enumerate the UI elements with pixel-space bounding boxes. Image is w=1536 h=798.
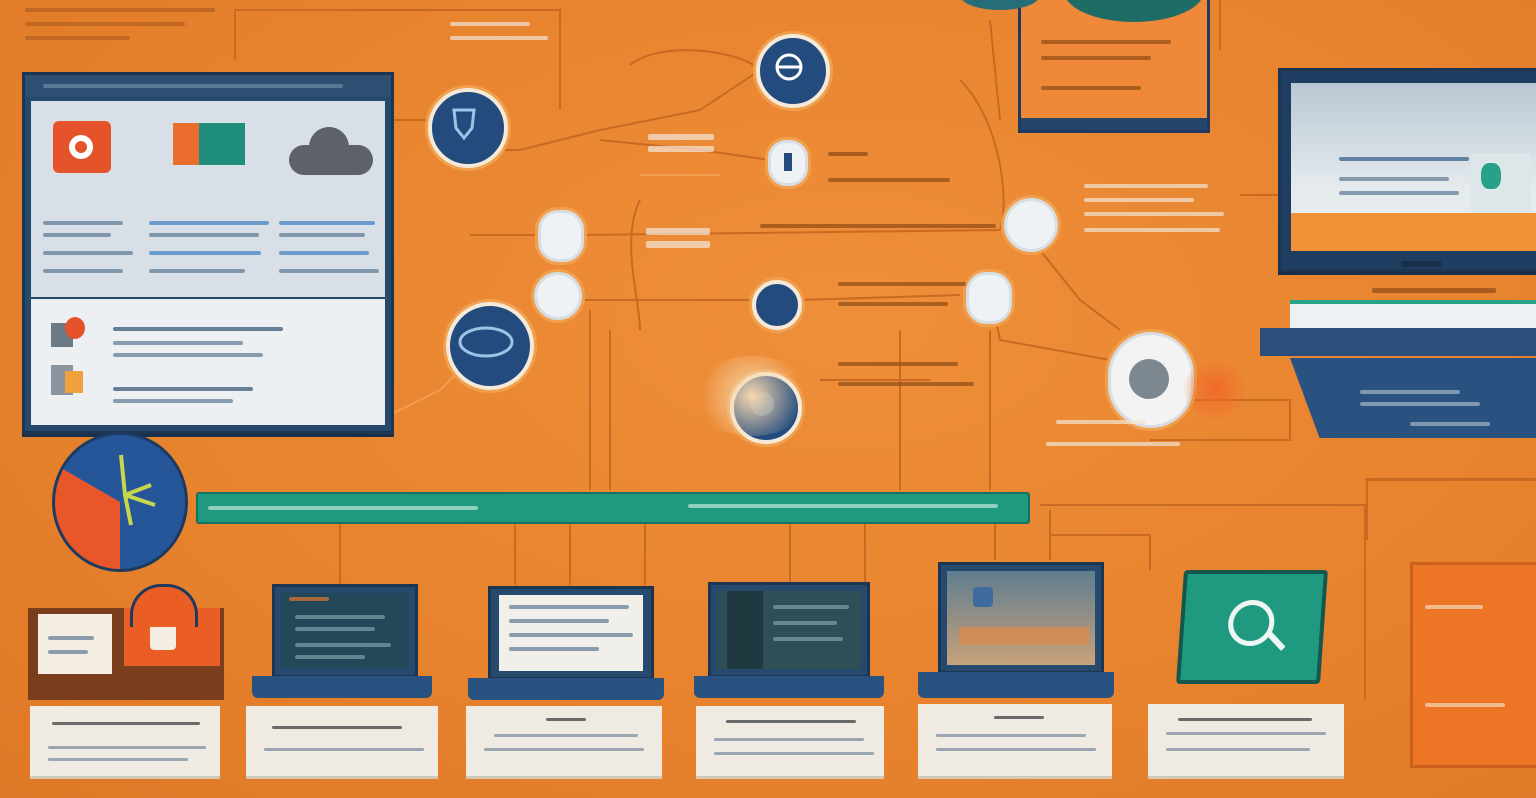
label-strip-1 [648,132,714,154]
shield-app-icon [53,121,111,173]
caption-block-5 [1084,184,1228,248]
right-panel [1290,358,1536,438]
glow-effect [692,356,812,436]
bottom-laptop-3 [488,586,654,680]
top-teal-oval-2 [960,0,1040,10]
browser-titlebar [25,75,391,97]
report-icon [51,365,87,399]
bottom-laptop-4-base [694,676,884,698]
document-icon [51,317,87,347]
right-monitor [1278,68,1536,272]
caption-block-7 [450,22,550,46]
top-teal-oval [1064,0,1204,22]
bottom-laptop-2-base [252,676,432,698]
browser-window [22,72,394,434]
gear-icon [756,34,830,108]
bottom-right-panel [1410,562,1536,768]
lock-icon [768,140,808,186]
bottom-laptop-4 [708,582,870,678]
bottom-card-6 [1148,704,1344,779]
bottom-laptop-5-base [918,672,1114,698]
label-strip-2 [646,226,710,250]
caption-block-4 [838,362,978,392]
bottom-laptop-3-base [468,678,664,700]
caption-block-2 [760,222,996,232]
magnifier-icon [1176,570,1328,684]
pp-glyph-icon [1489,589,1535,623]
settings-node-icon [752,280,802,330]
document-node-icon [538,210,584,262]
right-monitor-screen [1291,83,1536,251]
shield-icon [428,88,508,168]
browser-content-top [31,101,385,297]
timeline-bar [196,492,1030,524]
bottom-right-frame [1366,478,1536,540]
caption-block-6 [1046,420,1186,454]
bottom-laptop-5 [938,562,1104,674]
checklist-node-icon [1004,198,1058,252]
map-icon [1471,153,1531,213]
pie-globe-icon [52,432,188,572]
bottom-card-5 [918,704,1112,779]
bottom-card-3 [466,706,662,779]
flame-glow [1180,360,1250,420]
bottom-laptop-2 [272,584,418,678]
cloud-icon [289,127,377,175]
header-text-block [25,8,215,48]
bottom-card-1 [30,706,220,779]
shield-top-icon [130,584,198,627]
folder-app-icon [173,123,245,165]
right-keyboard-device [1260,300,1536,356]
bottom-card-4 [696,706,884,779]
globe-icon [446,302,534,390]
filter-node-icon [966,272,1012,324]
bottom-card-2 [246,706,438,779]
browser-content-bottom [31,299,385,425]
caption-block-1 [828,150,958,190]
file-node-icon [534,272,582,320]
top-tablet [1018,0,1210,133]
caption-block-3 [838,282,968,312]
right-caption [1372,288,1496,293]
